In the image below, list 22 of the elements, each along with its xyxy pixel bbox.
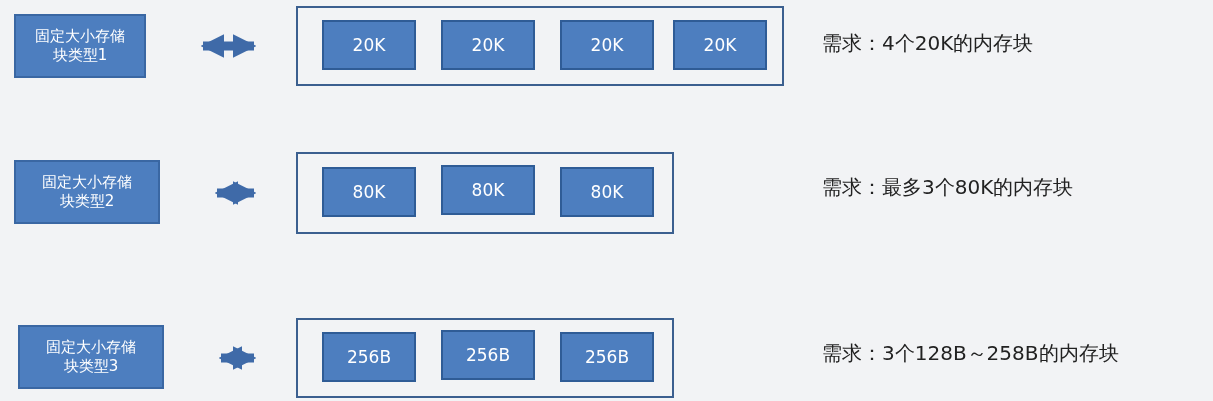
double-arrow [200, 34, 257, 58]
block-type-box: 固定大小存储块类型2 [14, 160, 160, 224]
memory-block: 20K [560, 20, 654, 70]
double-arrow [214, 181, 257, 205]
memory-pool-box [296, 6, 784, 86]
memory-block: 80K [560, 167, 654, 217]
double-arrow [218, 346, 257, 370]
memory-block: 256B [441, 330, 535, 380]
memory-block: 20K [441, 20, 535, 70]
memory-block: 256B [322, 332, 416, 382]
memory-block: 256B [560, 332, 654, 382]
block-type-box: 固定大小存储块类型3 [18, 325, 164, 389]
memory-block: 20K [673, 20, 767, 70]
memory-pool-box [296, 152, 674, 234]
memory-pool-box [296, 318, 674, 398]
memory-block: 80K [322, 167, 416, 217]
memory-block: 80K [441, 165, 535, 215]
requirement-text: 需求：最多3个80K的内存块 [822, 174, 1074, 201]
requirement-text: 需求：3个128B～258B的内存块 [822, 340, 1119, 367]
block-type-box: 固定大小存储块类型1 [14, 14, 146, 78]
requirement-text: 需求：4个20K的内存块 [822, 30, 1034, 57]
memory-block: 20K [322, 20, 416, 70]
